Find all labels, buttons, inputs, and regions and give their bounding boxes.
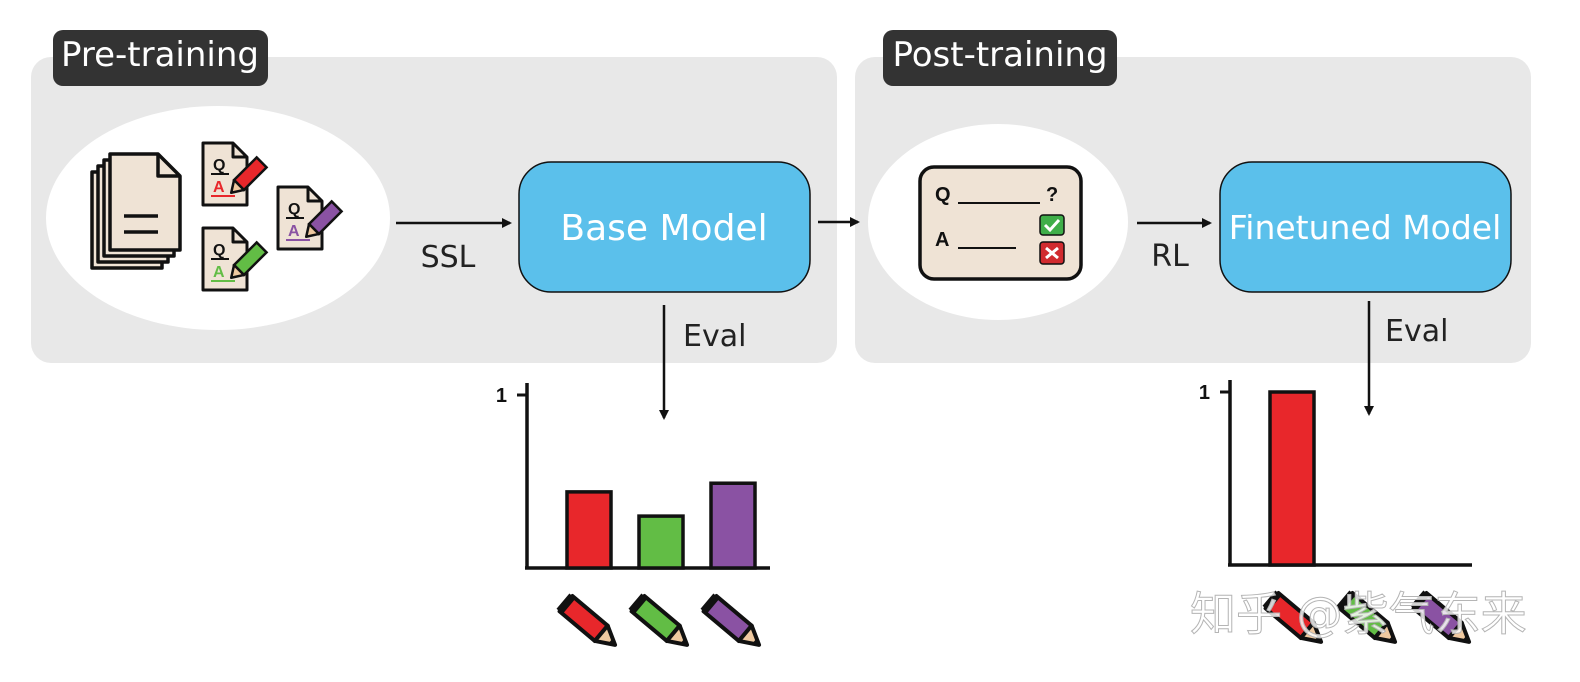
pencil-green-icon bbox=[628, 593, 690, 647]
base-model-eval-chart: 1 bbox=[496, 383, 770, 647]
card-question-mark: ? bbox=[1046, 184, 1058, 206]
sheet-q-label: Q bbox=[288, 201, 300, 218]
sheet-a-label: A bbox=[213, 264, 225, 281]
y-tick-label: 1 bbox=[1199, 382, 1210, 404]
pencil-red-icon bbox=[1262, 590, 1324, 644]
finetuned-model-box: Finetuned Model bbox=[1219, 161, 1512, 293]
y-tick-label: 1 bbox=[496, 385, 507, 407]
ssl-label: SSL bbox=[421, 240, 476, 275]
qa-verification-card-icon: Q ? A bbox=[918, 165, 1083, 281]
pencil-purple-icon bbox=[1410, 590, 1472, 644]
check-icon bbox=[1039, 214, 1065, 236]
rl-label: RL bbox=[1151, 239, 1189, 274]
bar-red bbox=[565, 490, 613, 570]
pencil-green-icon bbox=[1336, 590, 1398, 644]
bar-red bbox=[1268, 390, 1316, 567]
pencil-red-icon bbox=[556, 593, 618, 647]
pencil-purple-icon bbox=[700, 593, 762, 647]
sheet-a-label: A bbox=[213, 179, 225, 196]
document-stack-icon bbox=[90, 152, 182, 270]
posttraining-tag: Post-training bbox=[883, 30, 1117, 86]
cross-icon bbox=[1039, 241, 1065, 265]
qa-sheet-red-icon: Q A bbox=[201, 141, 269, 207]
base-eval-label: Eval bbox=[683, 319, 746, 354]
pretraining-tag-label: Pre-training bbox=[61, 35, 259, 75]
posttraining-tag-label: Post-training bbox=[892, 35, 1107, 75]
sheet-q-label: Q bbox=[213, 157, 225, 174]
base-model-label: Base Model bbox=[560, 208, 767, 249]
bar-purple bbox=[709, 481, 757, 570]
finetuned-model-label: Finetuned Model bbox=[1229, 208, 1502, 247]
card-a-label: A bbox=[935, 229, 949, 251]
pretraining-tag: Pre-training bbox=[53, 30, 268, 86]
base-model-box: Base Model bbox=[518, 161, 811, 293]
sheet-q-label: Q bbox=[213, 242, 225, 259]
card-q-label: Q bbox=[935, 184, 951, 206]
watermark: 知乎 @紫气东来 bbox=[1190, 587, 1527, 641]
sheet-a-label: A bbox=[288, 223, 300, 240]
bar-green bbox=[637, 514, 685, 570]
qa-sheet-purple-icon: Q A bbox=[276, 185, 344, 251]
finetuned-model-eval-chart: 1 bbox=[1199, 380, 1472, 644]
qa-sheet-green-icon: Q A bbox=[201, 226, 269, 292]
finetuned-eval-label: Eval bbox=[1385, 314, 1448, 349]
